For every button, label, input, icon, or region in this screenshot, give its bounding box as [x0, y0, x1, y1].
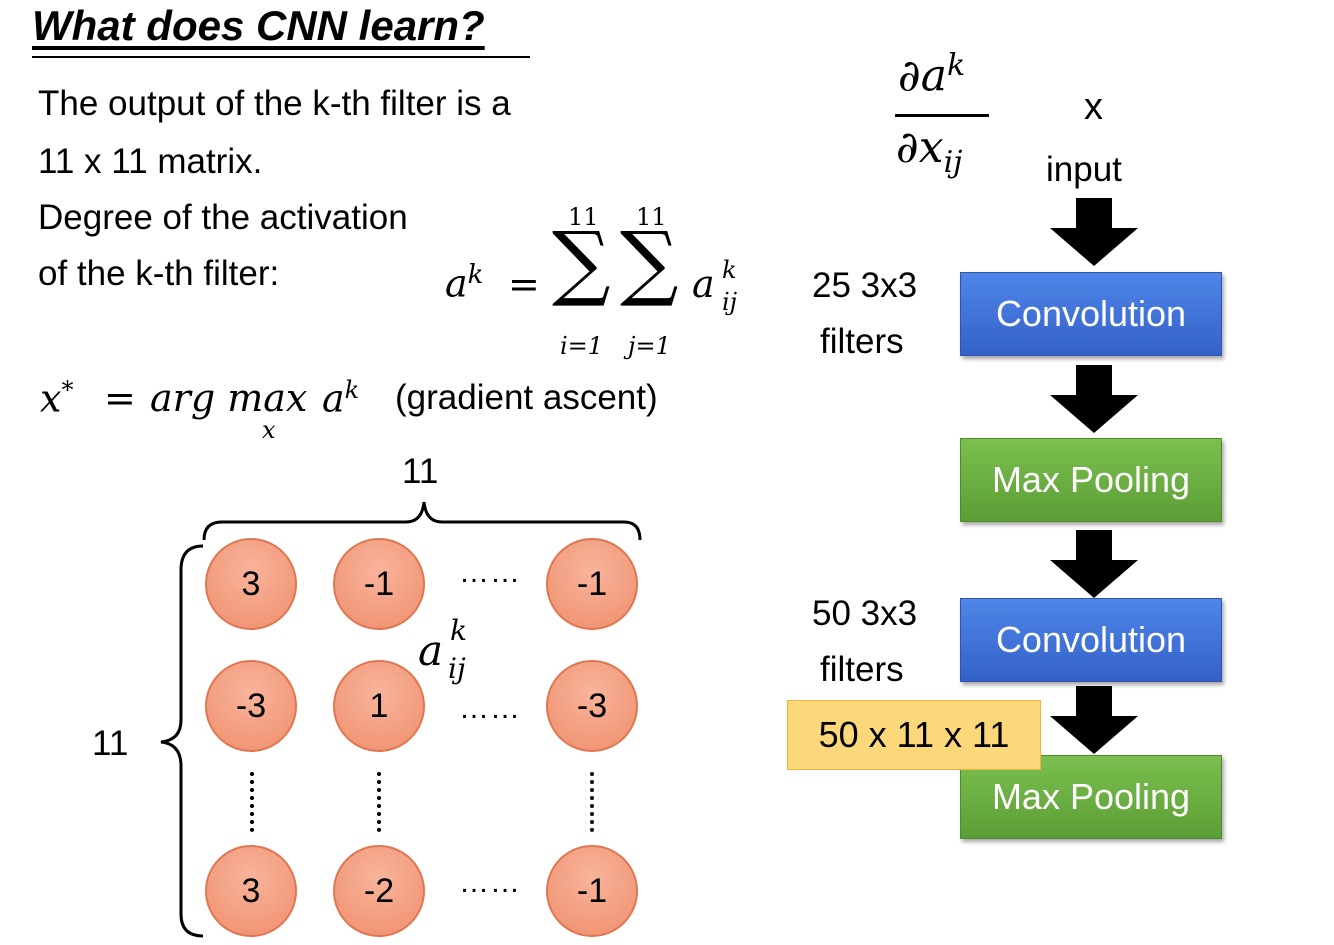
- gradient-ascent-note: (gradient ascent): [395, 378, 658, 417]
- formula-aij-sub: ij: [722, 288, 738, 316]
- matrix-node-r2c3: -3: [546, 660, 638, 752]
- formula-aij: a: [692, 262, 715, 306]
- formula-ak-base: a: [445, 261, 468, 306]
- matrix-node-r2c2: 1: [333, 660, 425, 752]
- matrix-node-r2c1-value: -3: [235, 686, 267, 725]
- conv2-side-label-1: 50 3x3: [812, 594, 918, 633]
- xstar-ak-sup: k: [344, 376, 360, 404]
- flow-x-label: x: [1084, 86, 1103, 128]
- matrix-element-label-sup: k: [450, 614, 467, 647]
- title-underline: [32, 56, 530, 58]
- matrix-node-r1c2-value: -1: [363, 564, 395, 603]
- xstar-formula: x*: [40, 376, 73, 421]
- convolution-block-2-label: Convolution: [995, 619, 1187, 660]
- matrix-element-label-sub: ij: [448, 652, 466, 685]
- matrix-node-r1c1-value: 3: [241, 564, 261, 603]
- conv1-side-label-1: 25 3x3: [812, 266, 918, 305]
- formula-aij-base: a: [692, 262, 715, 306]
- flow-input-label: input: [1046, 150, 1122, 189]
- matrix-vdots-c3: [590, 772, 598, 832]
- xstar-ak: ak: [322, 376, 359, 421]
- matrix-element-label: a: [418, 626, 443, 675]
- sum-i-bottom: i=1: [560, 332, 604, 360]
- xstar-ak-base: a: [322, 376, 345, 421]
- convolution-block-2: Convolution: [960, 598, 1222, 682]
- xstar-x: x: [40, 376, 62, 421]
- max-pooling-block-1: Max Pooling: [960, 438, 1222, 522]
- xstar-max-sub: x: [262, 416, 276, 444]
- matrix-hdots-r3: ……: [459, 866, 521, 899]
- matrix-top-brace: [202, 501, 642, 541]
- xstar-argmax: arg max: [150, 376, 308, 420]
- matrix-hdots-r1: ……: [459, 556, 521, 589]
- derivative-num-text: ∂a: [898, 50, 947, 102]
- text-line-1: The output of the k-th filter is a: [38, 84, 511, 123]
- max-pooling-block-1-label: Max Pooling: [991, 459, 1191, 500]
- matrix-side-label: 11: [92, 724, 129, 763]
- matrix-node-r1c3-value: -1: [576, 564, 608, 603]
- convolution-block-1-label: Convolution: [995, 293, 1187, 334]
- sum-j-top: 11: [636, 203, 667, 231]
- derivative-den-sub: ij: [943, 144, 963, 180]
- matrix-node-r3c2: -2: [333, 845, 425, 937]
- formula-ak: ak: [445, 260, 483, 306]
- matrix-top-label: 11: [402, 452, 439, 491]
- derivative-denominator: ∂xij: [896, 122, 962, 180]
- xstar-equals: =: [104, 376, 136, 420]
- text-line-4: of the k-th filter:: [38, 254, 280, 293]
- matrix-hdots-r2: ……: [459, 692, 521, 725]
- sum-j-symbol: ∑: [620, 215, 679, 310]
- conv2-side-label-2: filters: [820, 650, 904, 689]
- derivative-fraction-bar: [895, 114, 989, 117]
- text-line-3: Degree of the activation: [38, 198, 408, 237]
- down-arrow-1: [1050, 198, 1138, 266]
- matrix-node-r3c3: -1: [546, 845, 638, 937]
- text-line-2: 11 x 11 matrix.: [38, 142, 263, 181]
- matrix-node-r3c1: 3: [205, 845, 297, 937]
- derivative-numerator: ∂ak: [898, 48, 965, 102]
- slide-title: What does CNN learn?: [32, 2, 485, 49]
- max-pooling-block-2-label: Max Pooling: [991, 776, 1191, 817]
- matrix-node-r3c2-value: -2: [363, 871, 395, 910]
- output-shape-badge: 50 x 11 x 11: [787, 700, 1041, 770]
- sum-j-bottom: j=1: [628, 332, 671, 360]
- output-shape-label: 50 x 11 x 11: [818, 714, 1010, 755]
- xstar-star: *: [61, 376, 74, 404]
- matrix-left-brace: [160, 544, 204, 938]
- convolution-block-1: Convolution: [960, 272, 1222, 356]
- down-arrow-4: [1050, 686, 1138, 754]
- matrix-node-r2c1: -3: [205, 660, 297, 752]
- matrix-node-r3c1-value: 3: [241, 871, 261, 910]
- formula-aij-sup: k: [722, 256, 737, 284]
- conv1-side-label-2: filters: [820, 322, 904, 361]
- down-arrow-3: [1050, 530, 1138, 598]
- matrix-node-r3c3-value: -1: [576, 871, 608, 910]
- formula-ak-sup: k: [467, 260, 484, 290]
- matrix-node-r2c2-value: 1: [369, 686, 389, 725]
- matrix-vdots-c2: [377, 772, 385, 832]
- matrix-node-r1c3: -1: [546, 538, 638, 630]
- sum-i-symbol: ∑: [552, 215, 611, 310]
- formula-equals: =: [508, 262, 540, 306]
- derivative-num-sup: k: [946, 48, 966, 83]
- derivative-den-text: ∂x: [896, 122, 944, 173]
- matrix-node-r2c3-value: -3: [576, 686, 608, 725]
- down-arrow-2: [1050, 365, 1138, 433]
- sum-i-top: 11: [568, 203, 599, 231]
- matrix-element-label-base: a: [418, 626, 444, 675]
- matrix-node-r1c2: -1: [333, 538, 425, 630]
- matrix-node-r1c1: 3: [205, 538, 297, 630]
- matrix-vdots-c1: [250, 772, 258, 832]
